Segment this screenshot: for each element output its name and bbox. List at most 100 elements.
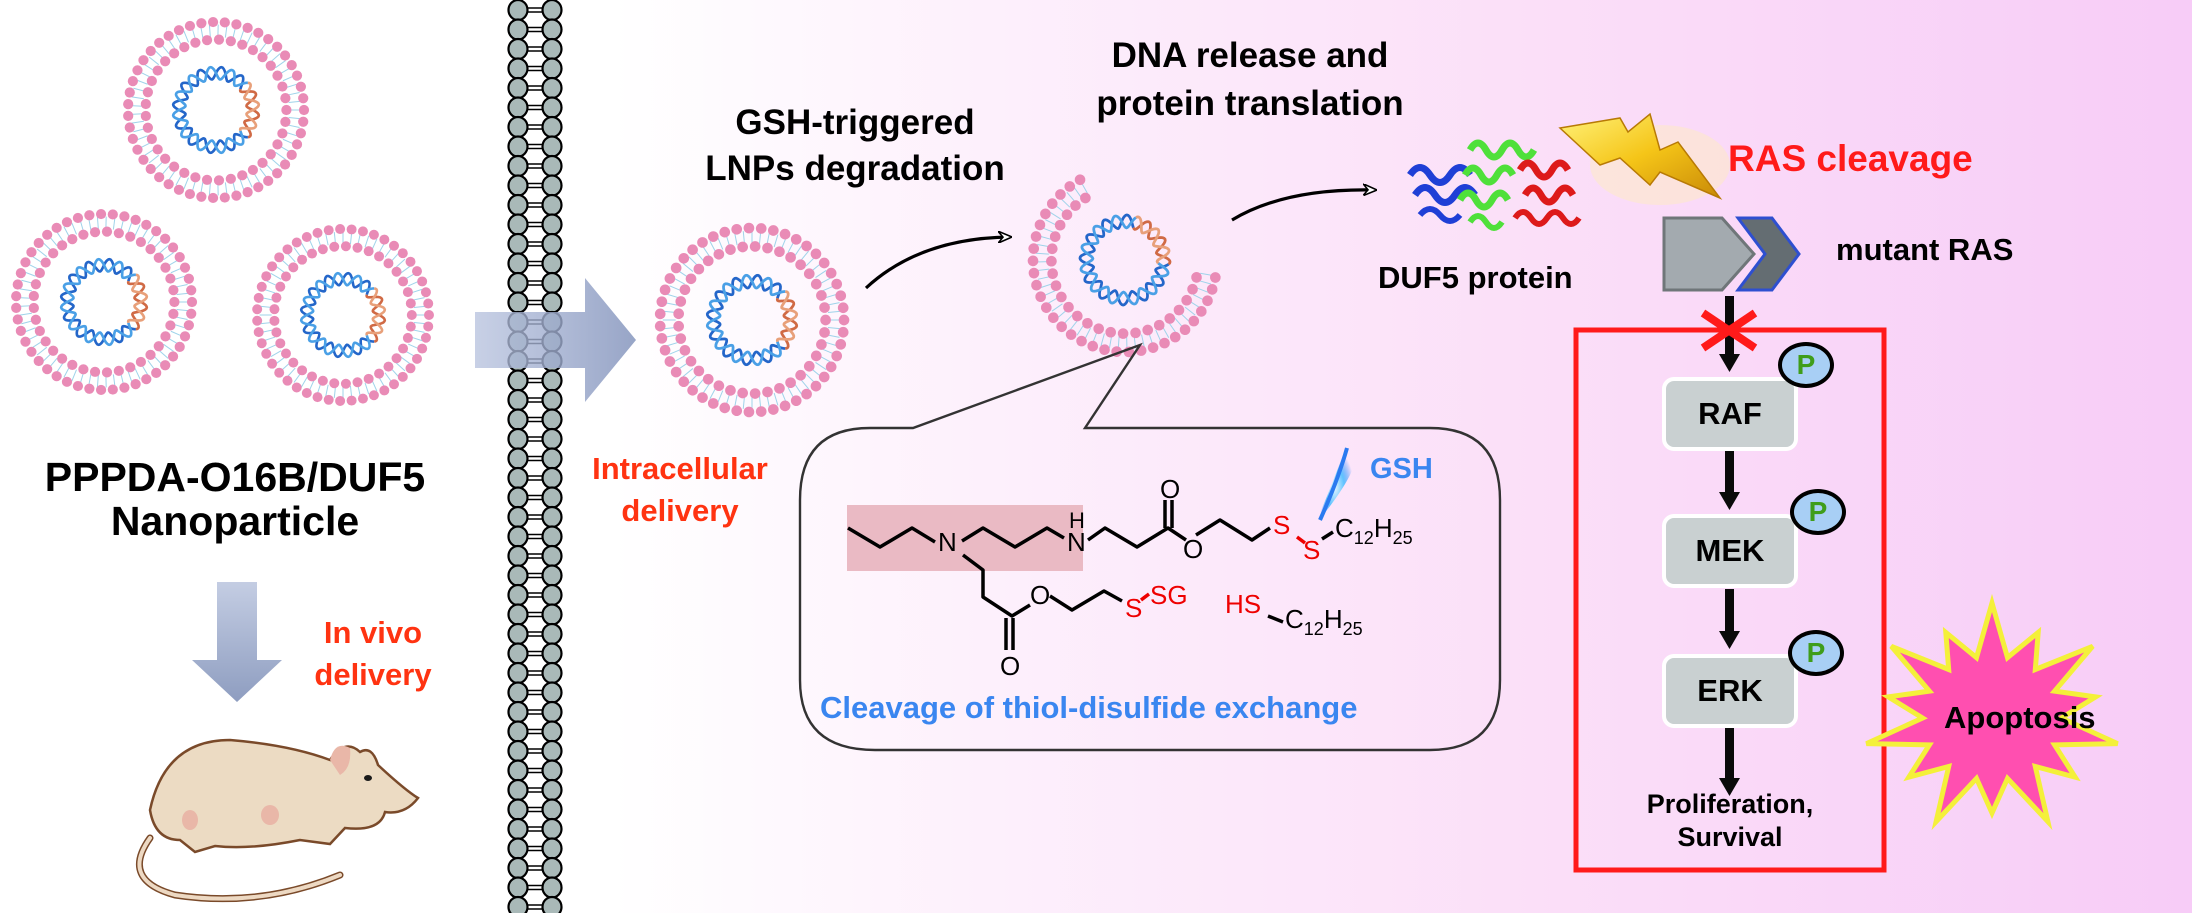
lipid-head <box>154 37 165 48</box>
lipid-tail <box>143 148 155 157</box>
lipid-head <box>731 405 743 417</box>
lipid-head <box>119 211 130 222</box>
lipid-head <box>140 98 151 110</box>
lipid-head <box>132 144 143 155</box>
lipid-head <box>275 281 286 292</box>
lipid-head <box>391 266 402 277</box>
nanoparticle-top <box>123 16 310 204</box>
dna-strand <box>131 300 149 331</box>
nanoparticle-title-line2: Nanoparticle <box>110 498 360 544</box>
lipid-head <box>277 128 288 139</box>
lipid-tail <box>1195 287 1209 293</box>
lipid-tail <box>1066 191 1076 203</box>
dna-strand <box>243 81 261 112</box>
lipid-head <box>256 281 267 292</box>
lipid-head <box>183 320 194 331</box>
lipid-tail <box>773 392 779 406</box>
degradation-line2: LNPs degradation <box>705 149 1005 188</box>
lipid-head <box>196 191 207 202</box>
lipid-head <box>670 262 682 274</box>
lipid-head <box>253 182 264 193</box>
lipid-head <box>201 174 213 185</box>
lipid-head <box>707 398 719 409</box>
lipid-head <box>286 149 297 160</box>
lipid-head <box>298 116 309 127</box>
lipid-head <box>801 388 812 400</box>
lipid-head <box>767 225 779 236</box>
lipid-head <box>107 384 118 395</box>
lipid-head <box>664 273 676 284</box>
phospho-badge-raf: P <box>1778 342 1834 388</box>
lipid-tail <box>131 96 144 100</box>
lipid-head <box>1130 327 1141 339</box>
lipid-tail <box>734 394 738 408</box>
lipid-head <box>145 163 156 175</box>
lipid-tail <box>246 32 253 45</box>
lipid-head <box>169 161 180 172</box>
lipid-head <box>837 326 849 338</box>
lipid-tail <box>1060 197 1071 208</box>
lipid-head <box>277 81 288 92</box>
nanoparticle-degraded <box>1027 174 1221 358</box>
dna-strand <box>126 281 146 304</box>
lipid-tail <box>163 343 174 352</box>
gsh-label: GSH <box>1370 453 1433 485</box>
lipid-tail <box>1069 319 1079 331</box>
lipid-head <box>507 0 529 22</box>
lipid-head <box>123 110 134 121</box>
lipid-tail <box>371 380 378 392</box>
dna-strand <box>59 257 136 347</box>
lipid-head <box>184 20 196 32</box>
lipid-head <box>231 19 242 30</box>
lipid-head <box>160 331 171 342</box>
lipid-head <box>507 583 529 607</box>
lipid-head <box>26 247 37 258</box>
lipid-head <box>507 96 529 119</box>
lnp-degradation-label: GSH-triggered LNPs degradation <box>655 100 1055 192</box>
lipid-head <box>130 214 141 225</box>
lipid-head <box>272 168 283 179</box>
lipid-tail <box>682 263 694 272</box>
lipid-head <box>1076 335 1087 347</box>
lipid-head <box>184 188 196 200</box>
dna-strand <box>126 300 146 323</box>
lipid-head <box>541 115 563 139</box>
lipid-head <box>72 380 84 392</box>
lipid-head <box>831 278 843 290</box>
lipid-tail <box>287 92 300 96</box>
lipid-head <box>269 304 280 315</box>
lipid-head <box>507 876 529 899</box>
lipid-head <box>507 642 529 665</box>
lipid-head <box>541 0 563 22</box>
lipid-head <box>1147 342 1159 353</box>
lipid-head <box>48 248 59 259</box>
lipid-head <box>397 248 408 259</box>
lipid-head <box>1082 317 1093 329</box>
lipid-head <box>379 234 390 245</box>
lipid-head <box>383 258 394 269</box>
lipid-head <box>335 395 346 406</box>
lipid-head <box>346 224 357 235</box>
lipid-head <box>507 486 529 509</box>
lipid-tail <box>400 356 411 365</box>
lipid-head <box>1055 189 1066 200</box>
lipid-head <box>507 427 529 451</box>
lipid-head <box>20 336 31 347</box>
lipid-head <box>201 35 213 46</box>
blocked-x-icon <box>1700 309 1758 352</box>
lipid-head <box>152 65 163 76</box>
lipid-head <box>135 236 147 248</box>
lipid-head <box>231 190 242 201</box>
lipid-head <box>541 583 563 607</box>
lipid-head <box>1181 294 1192 306</box>
lipid-tail <box>412 329 425 333</box>
lipid-tail <box>36 248 48 258</box>
lipid-head <box>731 223 743 235</box>
lipid-head <box>670 366 682 378</box>
lipid-head <box>803 268 815 280</box>
intracellular-delivery-label: Intracellular delivery <box>570 448 790 532</box>
lipid-head <box>281 271 291 282</box>
lipid-tail <box>742 231 746 245</box>
lipid-head <box>225 173 236 184</box>
lipid-head <box>541 408 563 431</box>
